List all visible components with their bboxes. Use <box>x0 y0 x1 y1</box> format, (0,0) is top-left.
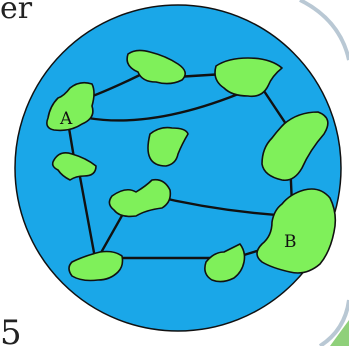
node-label-b: B <box>284 232 297 252</box>
node-label-a: A <box>59 109 73 129</box>
cropped-text-top: er <box>0 0 32 24</box>
frame-arc-top-right <box>300 0 349 60</box>
cropped-page-number: 5 <box>0 316 22 350</box>
